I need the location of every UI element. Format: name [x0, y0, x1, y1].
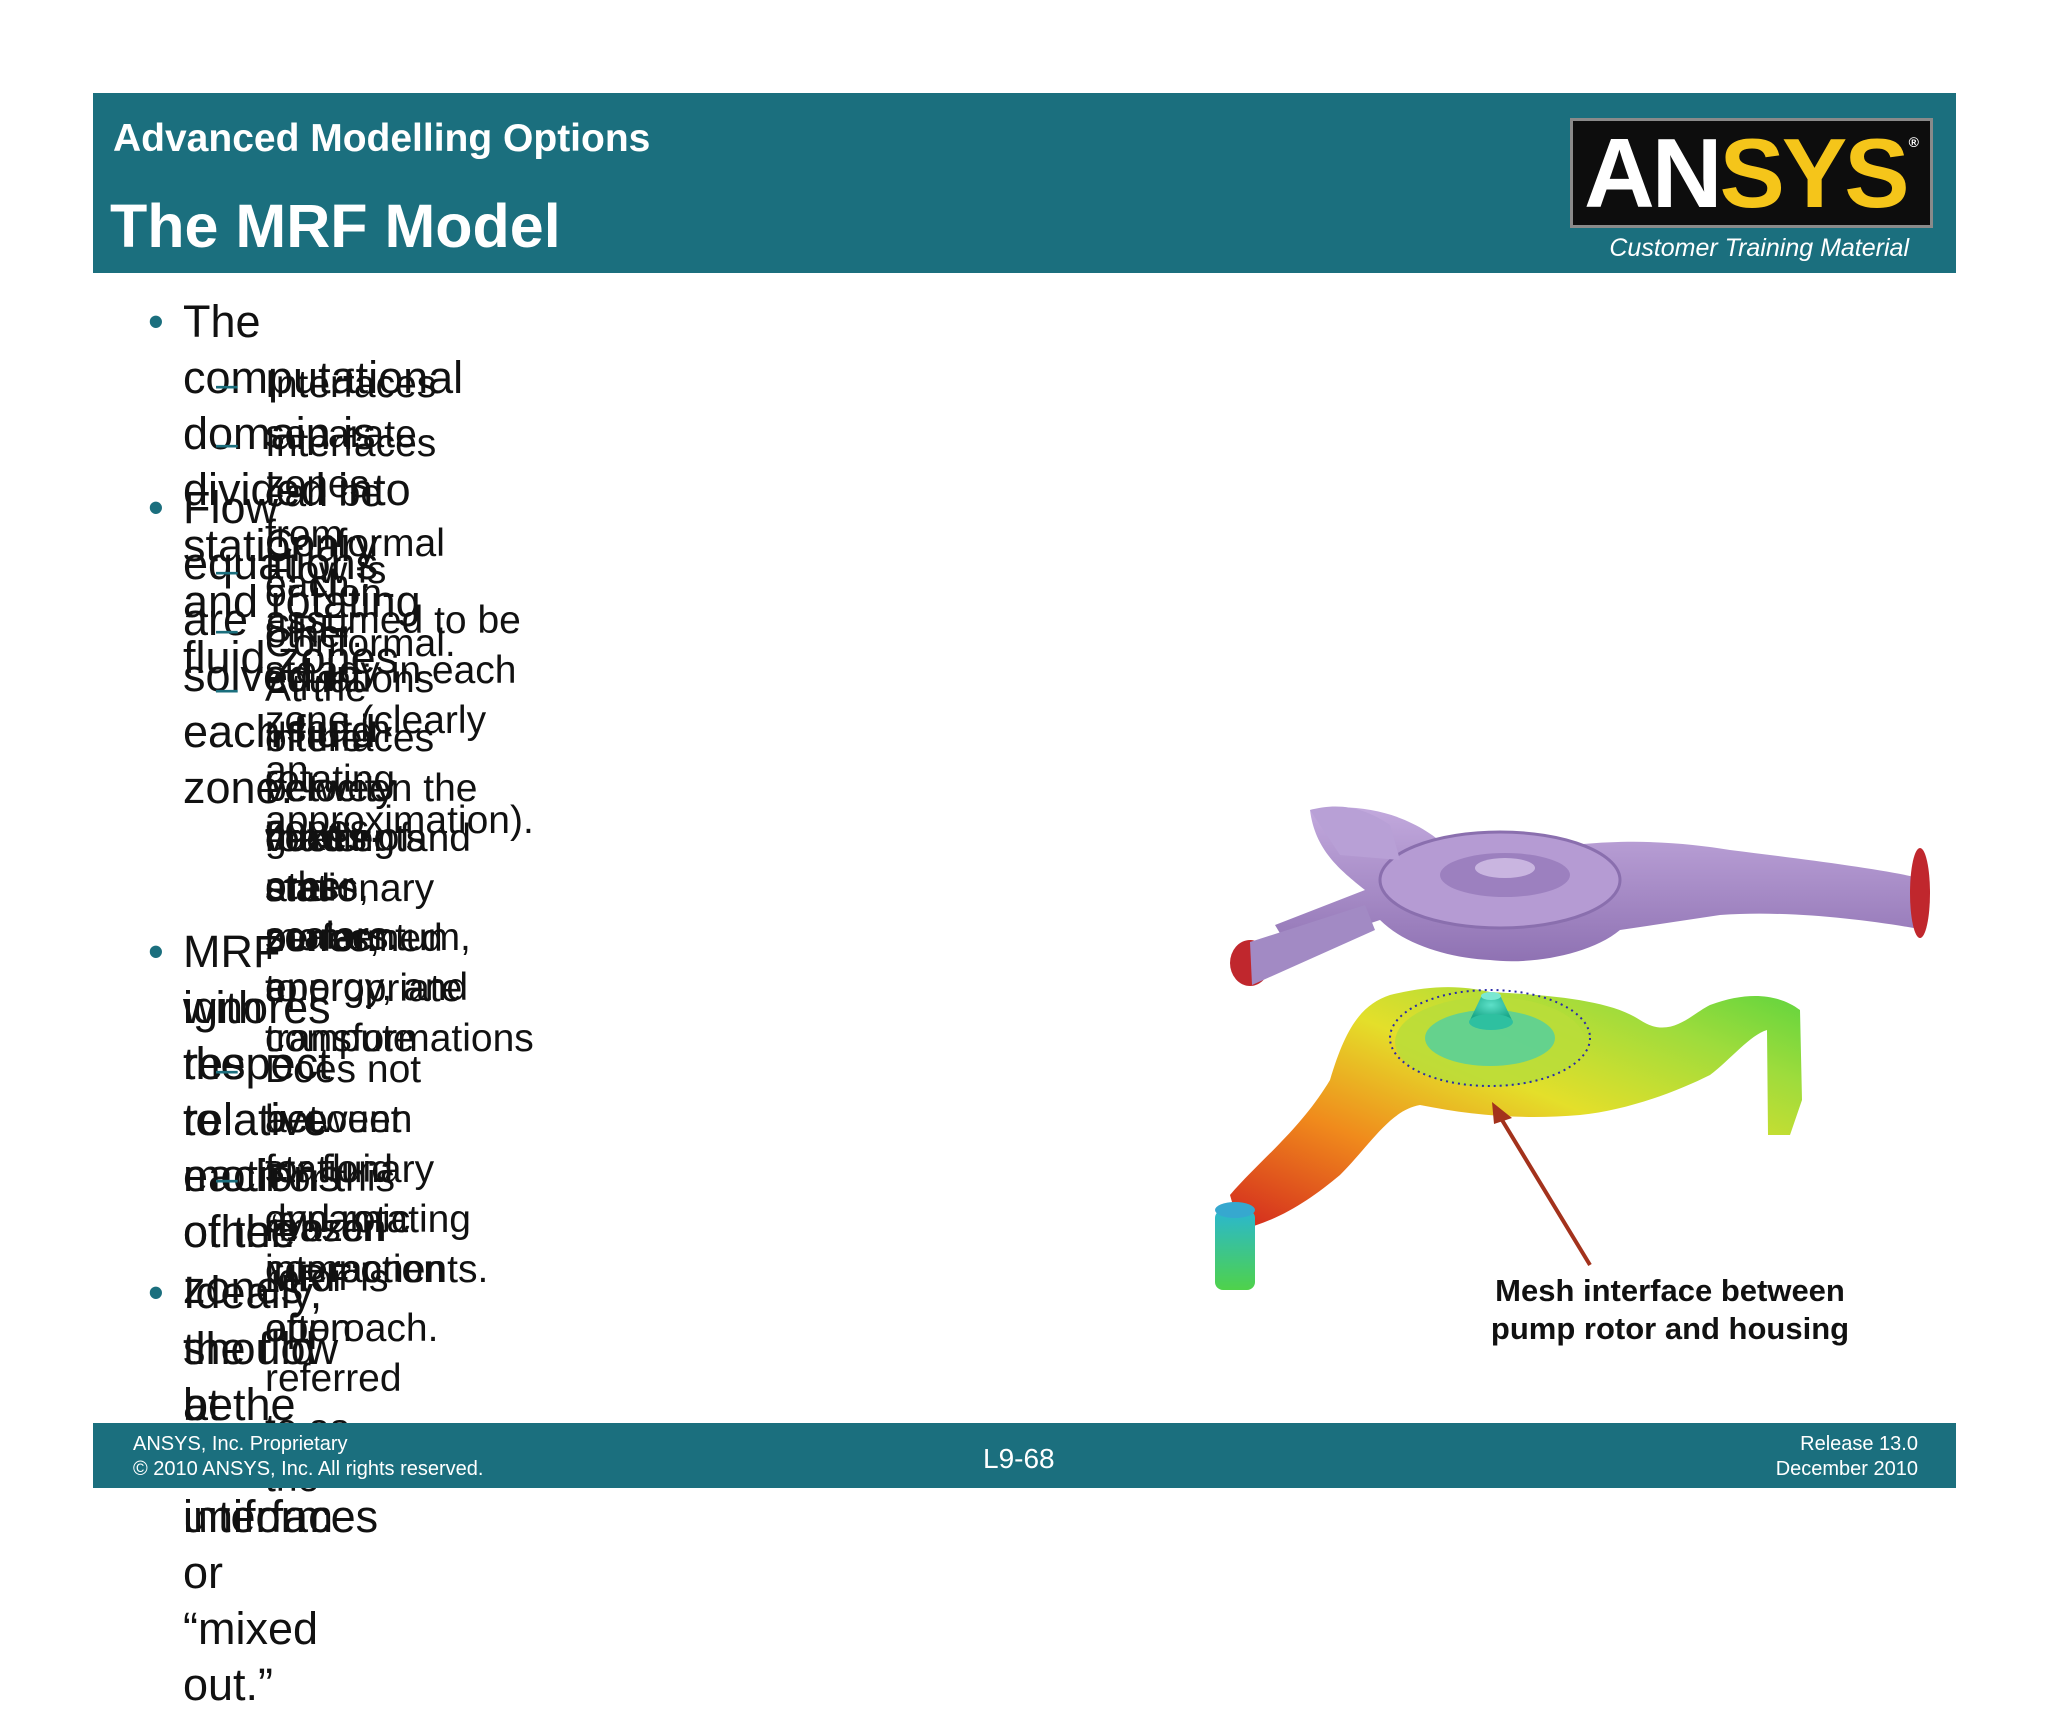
- page-number: L9-68: [983, 1443, 1055, 1474]
- bullet-1: • The computational domain is divided in…: [148, 294, 464, 686]
- bullet-3-text: MRF ignores the relative motions of the …: [183, 926, 341, 1313]
- figure-caption: Mesh interface between pump rotor and ho…: [1460, 1272, 1880, 1348]
- callout-arrow: [1500, 1118, 1592, 1267]
- sub-bullet: –Interfaces can be Conformal or Non-Conf…: [216, 422, 456, 665]
- sub-bullet-continuation: of the velocity vector and: [265, 717, 396, 910]
- sub-bullet-continuation: fluxes of mass, momentum, energy, and: [265, 816, 471, 1009]
- sub-bullet-continuation: velocity gradients are performed to comp…: [265, 767, 443, 1060]
- footer-bar: ANSYS, Inc. Proprietary © 2010 ANSYS, In…: [93, 1423, 1956, 1488]
- bullet-4-continuation: should be relatively uniform or “mixed o…: [183, 1323, 361, 1710]
- sub-bullet: –Does not account for fluid dynamic inte…: [216, 1048, 445, 1291]
- logo-sys: SYS: [1719, 118, 1910, 228]
- sub-bullet-continuation: other scalars.: [265, 865, 400, 958]
- bullet-3-continuation: with respect to each other.: [183, 982, 331, 1257]
- bullet-3: • MRF ignores the relative motions of th…: [148, 924, 341, 1316]
- caption-line-2: pump rotor and housing: [1490, 1311, 1850, 1346]
- outlet-cap-right: [1910, 848, 1930, 938]
- bullet-1-text: The computational domain is divided into…: [183, 296, 464, 683]
- caption-line-1: Mesh interface between: [1495, 1273, 1845, 1308]
- logo-an: AN: [1584, 118, 1723, 228]
- bullet-dot: •: [148, 296, 164, 347]
- sub-bullet: –SRF equations used in rotating zones.: [216, 608, 435, 851]
- bullet-dot: •: [148, 482, 164, 533]
- footer-release: Release 13.0 December 2010: [1775, 1433, 1918, 1480]
- customer-training-tagline: Customer Training Material: [1609, 234, 1909, 262]
- mesh-interface-ring: [1389, 989, 1591, 1087]
- page-title: The MRF Model: [110, 192, 561, 260]
- housing-stationary-zone: [1275, 806, 1927, 962]
- sub-bullet: –At the interfaces between the rotating …: [216, 667, 534, 1060]
- rotor-leg: [1215, 1210, 1255, 1290]
- sub-bullet: –Flow is assumed to be steady in each zo…: [216, 549, 534, 842]
- sub-bullet-continuation: between stationary and rotating componen…: [265, 1098, 489, 1291]
- callout-arrowhead: [1492, 1102, 1512, 1124]
- pump-mrf-figure: [1215, 806, 1930, 1290]
- rotor-contour-zone: [1230, 987, 1802, 1230]
- logo-registered: ®: [1908, 134, 1919, 150]
- section-subtitle: Advanced Modelling Options: [113, 117, 651, 160]
- bullet-dot: •: [148, 1267, 164, 1318]
- sub-bullet-continuation: “frozen rotor” approach.: [265, 1207, 439, 1350]
- footer-copyright: ANSYS, Inc. Proprietary © 2010 ANSYS, In…: [133, 1433, 484, 1480]
- bullet-2-text: Flow equations are solved in each fluid …: [183, 482, 379, 813]
- rotor-hub: [1470, 995, 1512, 1020]
- sub-bullet: –Interfaces separate zones from each oth…: [216, 363, 437, 656]
- bullet-dot: •: [148, 926, 164, 977]
- bullet-2: • Flow equations are solved in each flui…: [148, 480, 379, 816]
- header-bar: Advanced Modelling Options The MRF Model…: [93, 93, 1956, 273]
